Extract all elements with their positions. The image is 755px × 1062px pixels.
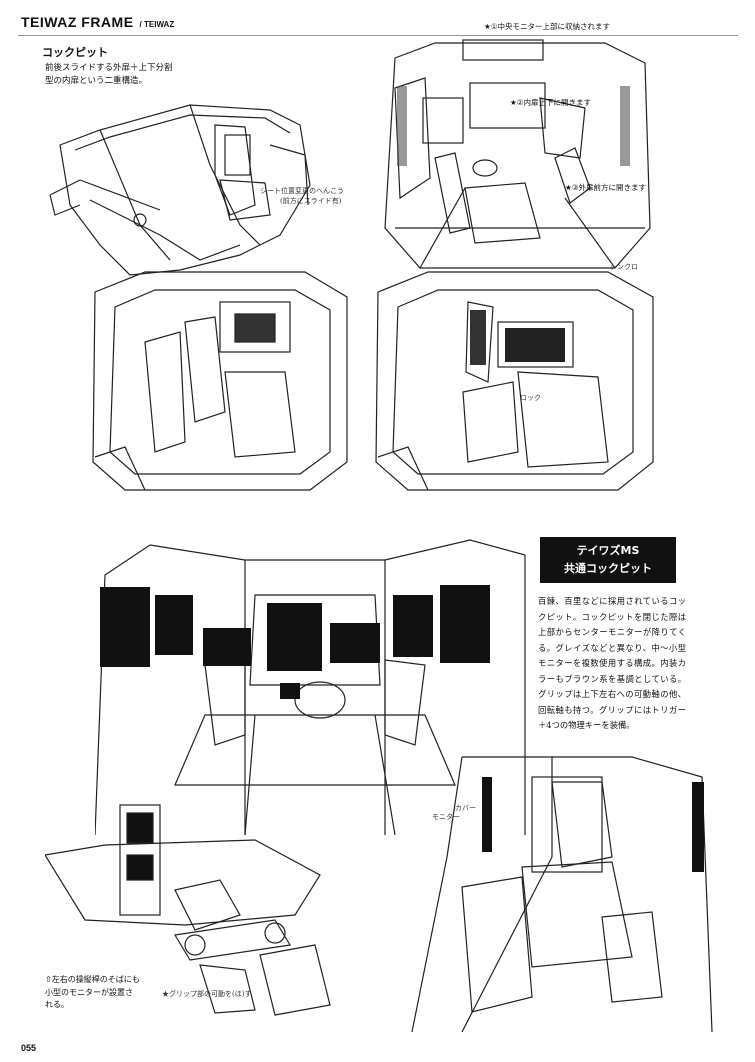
callout-2: ★②内扉上下に開きます bbox=[510, 98, 591, 107]
drawing-cockpit-frame bbox=[49, 104, 311, 276]
drawing-cockpit-seat-view bbox=[411, 756, 713, 1032]
handwritten-note-1: シート位置変更のへんこう bbox=[260, 187, 344, 195]
handwritten-note-7: ★グリップ部の可動を(ほ)す bbox=[162, 990, 252, 998]
callout-3: ★③外扉前方に開きます bbox=[565, 183, 646, 192]
handwritten-note-4: モニター bbox=[432, 813, 460, 821]
header-title: TEIWAZ FRAME bbox=[21, 14, 134, 30]
box-title-line1: テイワズMS bbox=[576, 544, 640, 557]
header-rule bbox=[18, 35, 738, 36]
callout-1: ★①中央モニター上部に収納されます bbox=[484, 22, 610, 31]
box-title-line2: 共通コックピット bbox=[564, 562, 652, 575]
drawing-cockpit-main-view bbox=[95, 539, 526, 835]
handwritten-note-5: カバー bbox=[455, 804, 476, 812]
handwritten-note-1b: (前方にスライド有) bbox=[280, 197, 342, 205]
drawing-cockpit-interior-left bbox=[92, 271, 348, 491]
caption-text: ⇧左右の操縦桿のそばにも小型のモニターが設置される。 bbox=[45, 975, 140, 1009]
drawing-cockpit-open bbox=[384, 39, 651, 269]
page-number: 055 bbox=[21, 1043, 37, 1053]
section-text: 前後スライドする外扉＋上下分割型の内扉という二重構造。 bbox=[45, 63, 173, 86]
description-text: 百錬、百里などに採用されているコックピット。コックピットを閉じた際は上部からセン… bbox=[538, 596, 686, 730]
handwritten-note-2: シンクロ bbox=[610, 263, 638, 271]
page-header: TEIWAZ FRAME / TEIWAZ bbox=[21, 14, 174, 32]
drawing-cockpit-interior-right bbox=[375, 271, 654, 491]
section-title-box: テイワズMS 共通コックピット bbox=[540, 537, 676, 583]
header-subtitle: / TEIWAZ bbox=[139, 20, 175, 29]
section-title: コックピット bbox=[42, 46, 108, 59]
handwritten-note-3: ロック bbox=[520, 394, 541, 402]
drawing-control-stick bbox=[45, 804, 331, 1016]
